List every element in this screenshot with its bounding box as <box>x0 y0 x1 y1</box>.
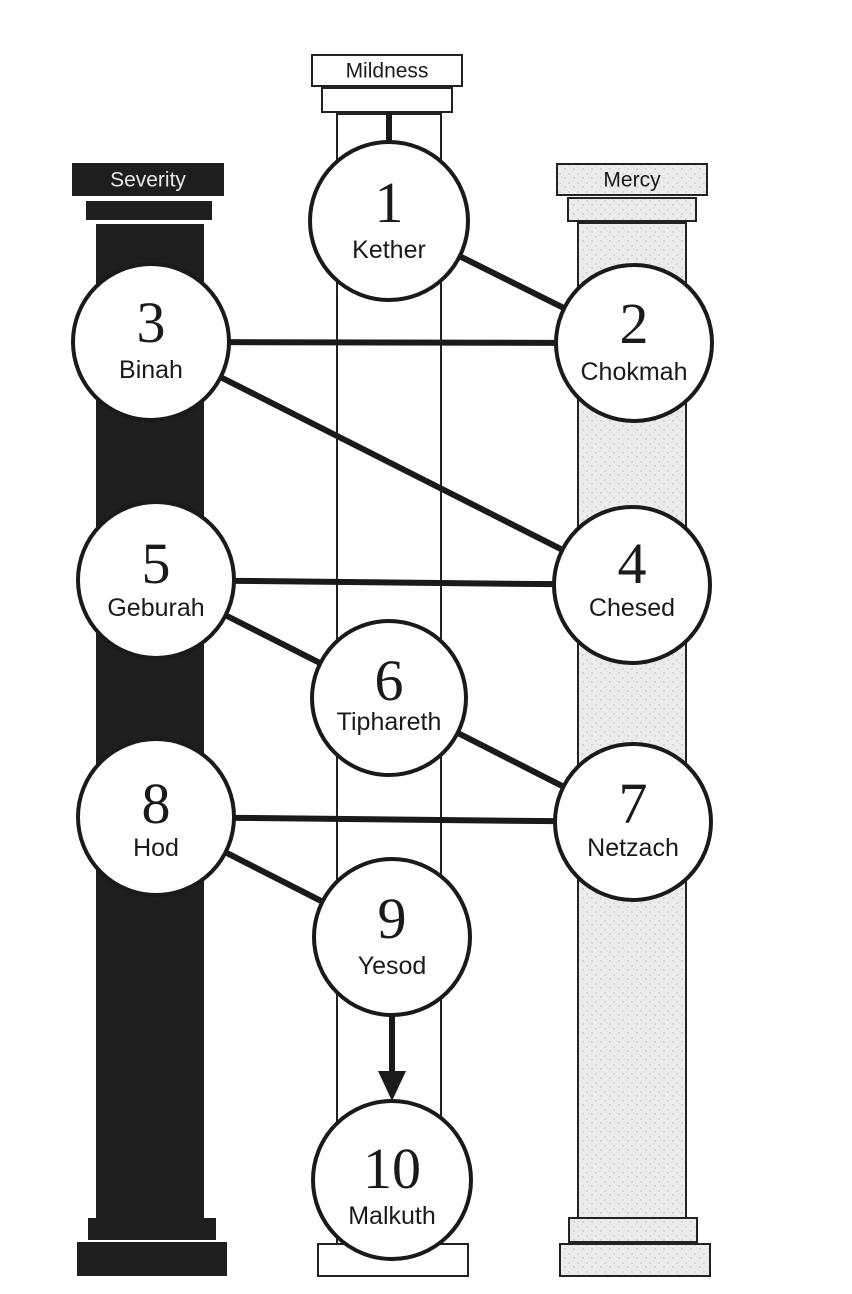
path-kether-chokmah <box>458 253 566 311</box>
severity-pillar-label: Severity <box>110 169 186 192</box>
sephira-netzach-circle <box>553 742 713 902</box>
sephira-tiphareth: 6 Tiphareth <box>310 619 468 777</box>
sephira-geburah-number: 5 <box>142 531 171 596</box>
sephira-chesed-circle <box>552 505 712 665</box>
path-binah-chesed <box>219 374 564 553</box>
mildness-pillar-capital <box>321 87 453 113</box>
mercy-pillar-base-upper <box>568 1217 698 1243</box>
sephira-chesed-name: Chesed <box>589 594 675 622</box>
sephira-chesed: 4 Chesed <box>552 505 712 665</box>
sephira-malkuth-name: Malkuth <box>348 1202 436 1230</box>
sephira-tiphareth-number: 6 <box>375 648 404 713</box>
sephira-geburah: 5 Geburah <box>76 500 236 660</box>
sephira-binah: 3 Binah <box>71 262 231 422</box>
sephira-hod: 8 Hod <box>76 737 236 897</box>
sephira-tiphareth-name: Tiphareth <box>337 708 442 736</box>
sephira-hod-circle <box>76 737 236 897</box>
sephira-hod-name: Hod <box>133 834 179 862</box>
sephira-kether: 1 Kether <box>308 140 470 302</box>
path-hod-netzach <box>233 814 556 825</box>
sephira-binah-number: 3 <box>137 290 166 355</box>
path-tiphareth-netzach <box>456 730 565 790</box>
sephira-yesod-number: 9 <box>378 886 407 951</box>
sephira-chokmah-circle <box>554 263 714 423</box>
paths-layer <box>219 253 566 1101</box>
path-binah-chokmah <box>228 339 557 346</box>
sephira-kether-circle <box>308 140 470 302</box>
path-hod-yesod <box>224 849 324 905</box>
sephira-malkuth: 10 Malkuth <box>311 1099 473 1261</box>
sephira-kether-number: 1 <box>375 170 404 235</box>
mildness-pillar-label-box <box>311 54 463 87</box>
severity-pillar-base-upper <box>88 1218 216 1240</box>
mercy-pillar-base-lower <box>559 1243 711 1277</box>
sephira-chokmah: 2 Chokmah <box>554 263 714 423</box>
path-geburah-tiphareth <box>224 612 322 666</box>
severity-pillar-label-box <box>72 163 224 196</box>
sephira-geburah-circle <box>76 500 236 660</box>
sephira-netzach-name: Netzach <box>587 834 679 862</box>
severity-pillar-base-lower <box>77 1242 227 1276</box>
sephira-malkuth-number: 10 <box>363 1136 421 1201</box>
mercy-pillar-label-box <box>556 163 708 196</box>
mildness-pillar-label: Mildness <box>346 60 429 83</box>
sephira-tiphareth-circle <box>310 619 468 777</box>
sephira-binah-circle <box>71 262 231 422</box>
sephira-yesod: 9 Yesod <box>312 857 472 1017</box>
sephira-kether-name: Kether <box>352 236 426 264</box>
sephira-geburah-name: Geburah <box>107 594 204 622</box>
sephira-chokmah-name: Chokmah <box>581 358 688 386</box>
sephira-chokmah-number: 2 <box>620 291 649 356</box>
mercy-pillar-label: Mercy <box>603 169 661 192</box>
arrowhead-yesod-malkuth <box>378 1071 406 1101</box>
sephira-netzach: 7 Netzach <box>553 742 713 902</box>
sephiroth-layer: 1 Kether 2 Chokmah 3 Binah 4 Chesed 5 Ge… <box>71 140 714 1261</box>
sephira-binah-name: Binah <box>119 356 183 384</box>
sephira-chesed-number: 4 <box>618 531 647 596</box>
mercy-pillar-capital <box>567 197 697 222</box>
sephira-hod-number: 8 <box>142 771 171 836</box>
sephira-malkuth-circle <box>311 1099 473 1261</box>
severity-pillar-capital <box>86 201 212 220</box>
path-geburah-chesed <box>233 577 555 588</box>
sephira-netzach-number: 7 <box>619 771 648 836</box>
sephira-yesod-circle <box>312 857 472 1017</box>
sephira-yesod-name: Yesod <box>358 952 427 980</box>
